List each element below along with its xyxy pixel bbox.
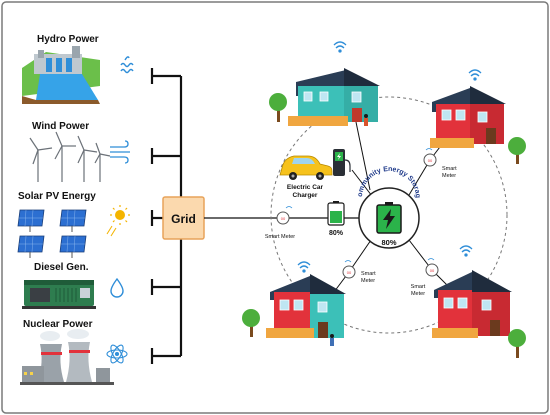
svg-text:00: 00 [281,216,286,221]
tree-icon [242,309,260,337]
wind-icon [110,140,130,164]
house-bottom-right [432,245,526,358]
water-waves-icon [120,56,134,74]
battery-small-percent: 80% [329,230,344,237]
storage-percent: 80% [381,238,396,247]
charger-station-icon [333,149,351,176]
source-label-wind: Wind Power [32,121,89,132]
source-label-solar: Solar PV Energy [18,191,96,202]
smart-meter-grid-icon: 00 [276,206,293,225]
car-charger-label-1: Electric Car [287,184,324,191]
storage-battery-icon [376,202,402,234]
smart-meter-house-bl-icon: 00 [342,260,356,279]
nuclear-plant-illustration [20,329,114,385]
house-top-right [430,69,526,164]
grid-label: Grid [171,212,196,226]
battery-small-icon [327,201,345,226]
source-label-nuclear: Nuclear Power [23,319,93,330]
solar-panels-illustration [17,209,87,258]
grid-node: Grid [162,196,205,240]
smart-meter-grid-label: Smart Meter [265,234,295,240]
smart-meter-house-tr-label-1: Smart [442,166,457,172]
house-ring [270,96,508,334]
svg-text:00: 00 [430,268,435,273]
atom-icon [106,344,128,364]
smart-meter-house-tr-icon: 00 [423,148,437,167]
car-charger-label-2: Charger [293,192,318,199]
source-label-diesel: Diesel Gen. [34,262,89,273]
smart-meter-house-tr-label-2: Meter [442,173,456,179]
svg-text:00: 00 [347,270,352,275]
tree-icon [508,137,526,164]
sun-icon [106,205,130,237]
hydro-dam-illustration [22,46,100,104]
electric-car-illustration [279,155,333,180]
smart-meter-house-br-label-2: Meter [411,291,425,297]
wifi-icon [459,245,473,257]
wifi-icon [333,41,347,53]
smart-meter-house-br-label-1: Smart [411,284,426,290]
tree-icon [508,329,526,358]
wifi-icon [468,69,482,81]
smart-meter-house-br-icon: 00 [425,258,439,277]
house-top-left [269,41,380,126]
smart-meter-house-bl-label-1: Smart [361,271,376,277]
smart-meter-house-bl-label-2: Meter [361,278,375,284]
house-bottom-left [242,261,346,346]
tree-icon [269,93,287,122]
wind-turbines-illustration [29,131,111,182]
diesel-generator-illustration [22,280,96,309]
source-label-hydro: Hydro Power [37,34,99,45]
wifi-icon [297,261,311,273]
svg-text:00: 00 [428,158,433,163]
fuel-drop-icon [110,277,124,298]
